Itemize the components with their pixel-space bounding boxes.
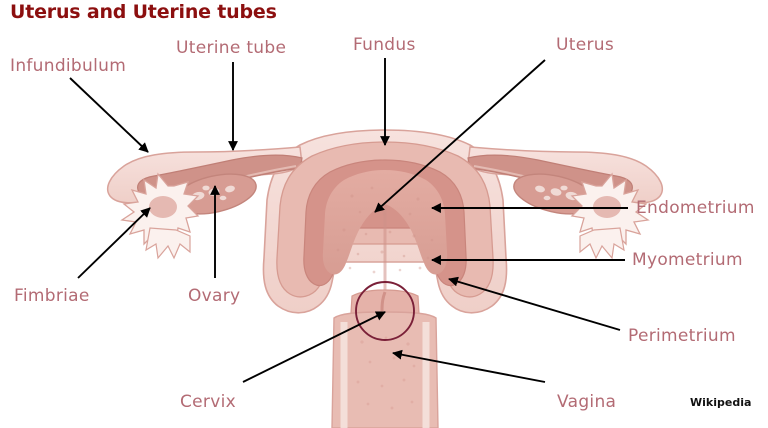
cervix-highlight-circle	[355, 281, 415, 341]
uterus-leader	[374, 59, 546, 213]
vagina-leader	[392, 349, 546, 383]
source-credit: Wikipedia	[690, 396, 752, 409]
fimbriae-leader	[77, 207, 151, 279]
label-infundibulum: Infundibulum	[10, 56, 127, 76]
label-uterine-tube: Uterine tube	[176, 38, 287, 58]
label-perimetrium: Perimetrium	[628, 326, 736, 346]
left-fimbriae	[120, 172, 200, 260]
vagina	[331, 311, 439, 428]
label-ovary: Ovary	[188, 286, 241, 306]
label-fimbriae: Fimbriae	[14, 286, 90, 306]
infundibulum-leader	[69, 77, 149, 153]
perimetrium-leader	[448, 276, 621, 331]
label-vagina: Vagina	[557, 392, 617, 412]
label-myometrium: Myometrium	[632, 250, 743, 270]
label-endometrium: Endometrium	[636, 198, 755, 218]
page-title: Uterus and Uterine tubes	[10, 1, 277, 23]
label-fundus: Fundus	[353, 35, 416, 55]
label-cervix: Cervix	[180, 392, 236, 412]
label-uterus: Uterus	[556, 35, 614, 55]
cervix-leader	[242, 311, 386, 383]
right-fimbriae	[570, 172, 650, 260]
uterine-cavity	[322, 170, 448, 300]
right-ovary	[513, 173, 597, 215]
